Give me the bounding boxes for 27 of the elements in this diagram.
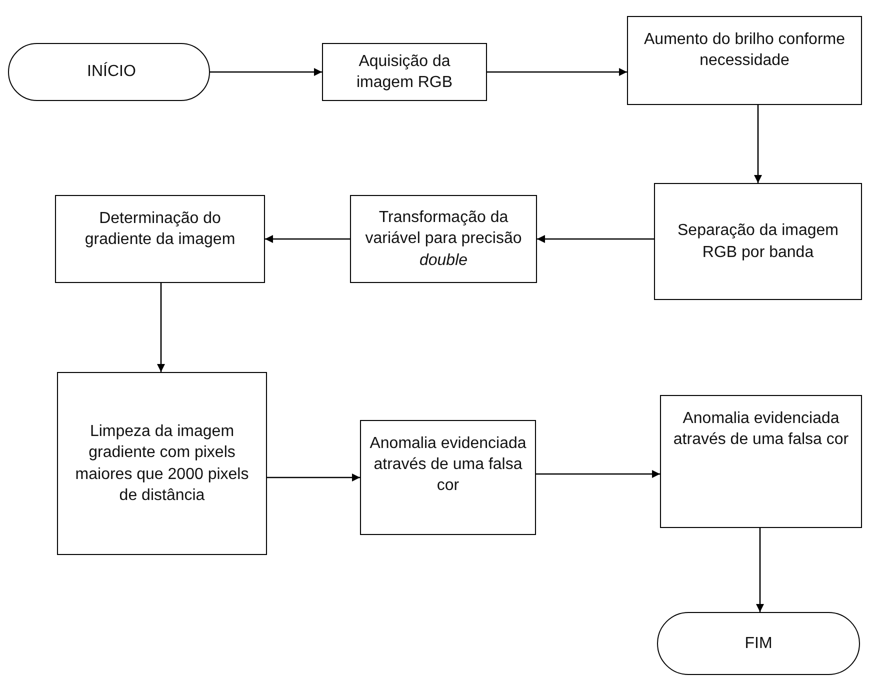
- arrow: [536, 470, 660, 478]
- node-text: FIM: [744, 634, 772, 654]
- node-text: Aquisição da imagem RGB: [355, 52, 454, 93]
- arrow: [487, 68, 627, 76]
- node-text: INÍCIO: [87, 61, 136, 82]
- arrow: [537, 235, 654, 243]
- node-text: Aumento do brilho conforme necessidade: [643, 30, 846, 72]
- node-text: Limpeza da imagem gradiente com pixels maiores que 2000 pixels de distância: [74, 422, 250, 506]
- process-box: [350, 195, 537, 283]
- process-box: [654, 183, 862, 300]
- node-text: Anomalia evidenciada através de uma falsa cor: [369, 434, 527, 496]
- process-box: [627, 16, 862, 105]
- arrow: [265, 235, 350, 243]
- arrow: [157, 283, 165, 372]
- arrow: [756, 528, 764, 612]
- node-text: Determinação do gradiente da imagem: [84, 209, 236, 250]
- node-text: Anomalia evidenciada através de uma falsa cor: [672, 409, 850, 450]
- node-text: Separação da imagem RGB por banda: [676, 221, 840, 262]
- process-box: [322, 43, 487, 101]
- node-text: Transformação da variável para precisão double: [364, 208, 523, 271]
- process-box: [660, 395, 862, 528]
- process-box: [55, 195, 265, 283]
- arrow: [267, 474, 360, 482]
- process-box: [57, 372, 267, 555]
- arrow: [754, 105, 762, 183]
- process-box: [360, 420, 536, 535]
- arrow: [210, 68, 322, 76]
